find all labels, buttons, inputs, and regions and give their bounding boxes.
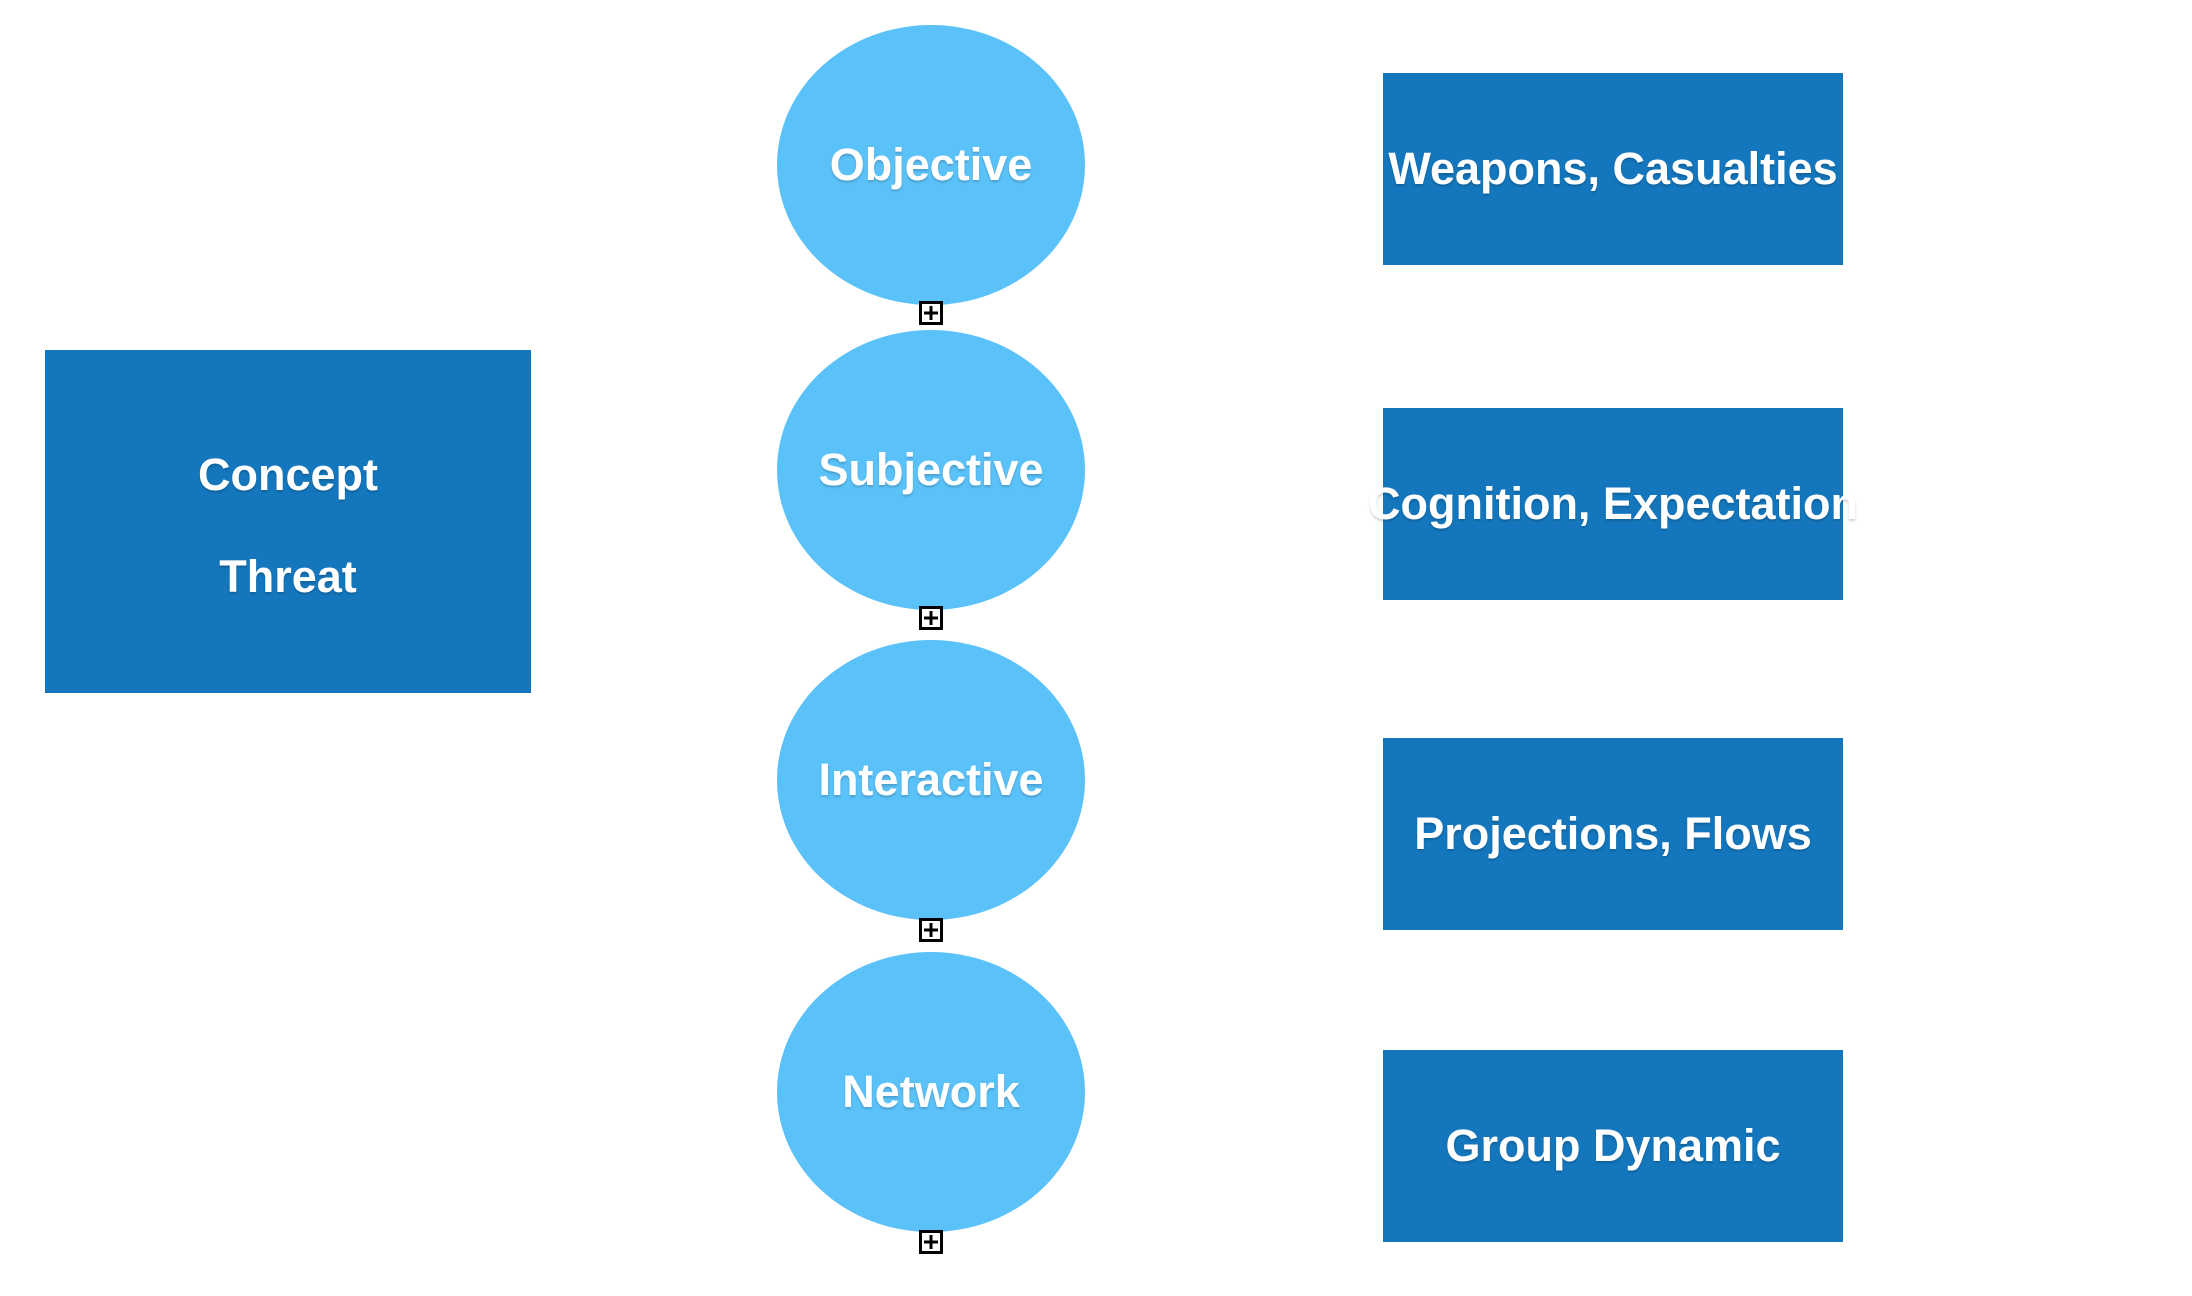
circle-network-label: Network bbox=[842, 1066, 1020, 1118]
box-group-dynamic-label: Group Dynamic bbox=[1445, 1120, 1781, 1172]
circle-network[interactable]: Network bbox=[777, 952, 1085, 1232]
circle-interactive[interactable]: Interactive bbox=[777, 640, 1085, 920]
plus-box-icon[interactable] bbox=[919, 1230, 943, 1254]
circle-subjective[interactable]: Subjective bbox=[777, 330, 1085, 610]
threat-label: Threat bbox=[219, 550, 357, 602]
concept-threat-box[interactable]: Concept Threat bbox=[45, 350, 531, 693]
plus-box-icon[interactable] bbox=[919, 301, 943, 325]
box-projections-flows-label: Projections, Flows bbox=[1414, 808, 1812, 860]
circle-interactive-label: Interactive bbox=[818, 754, 1044, 806]
circle-subjective-label: Subjective bbox=[818, 444, 1044, 496]
circle-objective[interactable]: Objective bbox=[777, 25, 1085, 305]
box-weapons-casualties[interactable]: Weapons, Casualties bbox=[1383, 73, 1843, 265]
concept-label: Concept bbox=[198, 448, 378, 500]
box-cognition-expectation[interactable]: Cognition, Expectation bbox=[1368, 408, 1858, 600]
plus-box-icon[interactable] bbox=[919, 606, 943, 630]
circle-objective-label: Objective bbox=[829, 139, 1033, 191]
plus-box-icon[interactable] bbox=[919, 918, 943, 942]
box-weapons-casualties-label: Weapons, Casualties bbox=[1388, 143, 1838, 195]
box-cognition-expectation-label: Cognition, Expectation bbox=[1368, 478, 1858, 530]
box-projections-flows[interactable]: Projections, Flows bbox=[1383, 738, 1843, 930]
box-group-dynamic[interactable]: Group Dynamic bbox=[1383, 1050, 1843, 1242]
